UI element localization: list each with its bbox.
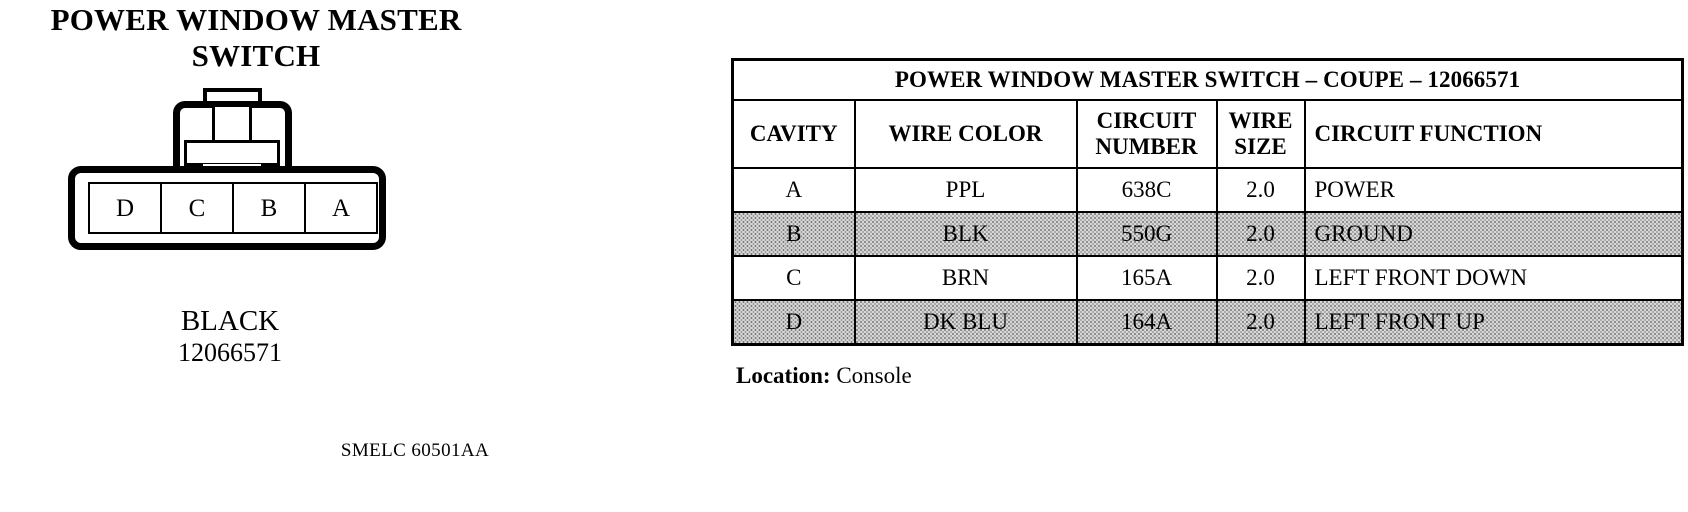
connector-cavity-row: D C B A	[88, 182, 378, 234]
cell-number: 165A	[1075, 255, 1218, 301]
cell-size: 2.0	[1215, 255, 1306, 301]
page-title-line-2: SWITCH	[191, 38, 321, 73]
cell-color: BRN	[853, 255, 1078, 301]
table-title-row: POWER WINDOW MASTER SWITCH – COUPE – 120…	[731, 58, 1684, 101]
cavity-cell-b: B	[232, 182, 306, 234]
cell-cavity: A	[731, 167, 856, 213]
connector-pinout-table-panel: POWER WINDOW MASTER SWITCH – COUPE – 120…	[731, 58, 1685, 346]
cell-number: 638C	[1075, 167, 1218, 213]
column-header-circuit-function: CIRCUIT FUNCTION	[1303, 99, 1684, 169]
table-header-row: CAVITY WIRE COLOR CIRCUIT NUMBER WIRE SI…	[731, 99, 1684, 169]
cell-color: BLK	[853, 211, 1078, 257]
table-title: POWER WINDOW MASTER SWITCH – COUPE – 120…	[731, 58, 1684, 101]
cell-color: PPL	[853, 167, 1078, 213]
cell-function: POWER	[1303, 167, 1684, 213]
connector-color-label: BLACK	[180, 305, 280, 337]
cell-number: 164A	[1075, 299, 1218, 346]
location-line: Location: Console	[736, 363, 912, 389]
connector-pinout-table: POWER WINDOW MASTER SWITCH – COUPE – 120…	[731, 58, 1685, 346]
table-row: B BLK 550G 2.0 GROUND	[731, 211, 1684, 257]
cell-cavity: D	[731, 299, 856, 346]
cell-size: 2.0	[1215, 211, 1306, 257]
connector-illustration-panel: POWER WINDOW MASTER SWITCH D C B A BLACK…	[0, 0, 700, 512]
cell-function: GROUND	[1303, 211, 1684, 257]
cell-color: DK BLU	[853, 299, 1078, 346]
table-body: A PPL 638C 2.0 POWER B BLK 550G 2.0 GROU…	[731, 167, 1684, 346]
page-title: POWER WINDOW MASTER SWITCH	[8, 2, 504, 74]
cavity-cell-c: C	[160, 182, 234, 234]
cavity-cell-a: A	[304, 182, 378, 234]
page-title-line-1: POWER WINDOW MASTER	[50, 2, 462, 37]
location-label: Location:	[736, 363, 831, 388]
cell-cavity: B	[731, 211, 856, 257]
sheet-footer-code: SMELC 60501AA	[340, 440, 490, 461]
table-row: D DK BLU 164A 2.0 LEFT FRONT UP	[731, 299, 1684, 346]
table-row: C BRN 165A 2.0 LEFT FRONT DOWN	[731, 255, 1684, 301]
cell-cavity: C	[731, 255, 856, 301]
column-header-wire-color: WIRE COLOR	[853, 99, 1078, 169]
column-header-circuit-number: CIRCUIT NUMBER	[1075, 99, 1218, 169]
cell-size: 2.0	[1215, 299, 1306, 346]
connector-part-number: 12066571	[178, 338, 282, 367]
connector-diagram: D C B A	[60, 88, 400, 268]
latch-bar-icon	[184, 140, 280, 166]
cell-function: LEFT FRONT UP	[1303, 299, 1684, 346]
location-value: Console	[836, 363, 912, 388]
column-header-cavity: CAVITY	[731, 99, 856, 169]
column-header-wire-size: WIRE SIZE	[1215, 99, 1306, 169]
cell-function: LEFT FRONT DOWN	[1303, 255, 1684, 301]
cell-number: 550G	[1075, 211, 1218, 257]
cell-size: 2.0	[1215, 167, 1306, 213]
table-row: A PPL 638C 2.0 POWER	[731, 167, 1684, 213]
connector-caption: BLACK 12066571	[60, 305, 400, 368]
cavity-cell-d: D	[88, 182, 162, 234]
